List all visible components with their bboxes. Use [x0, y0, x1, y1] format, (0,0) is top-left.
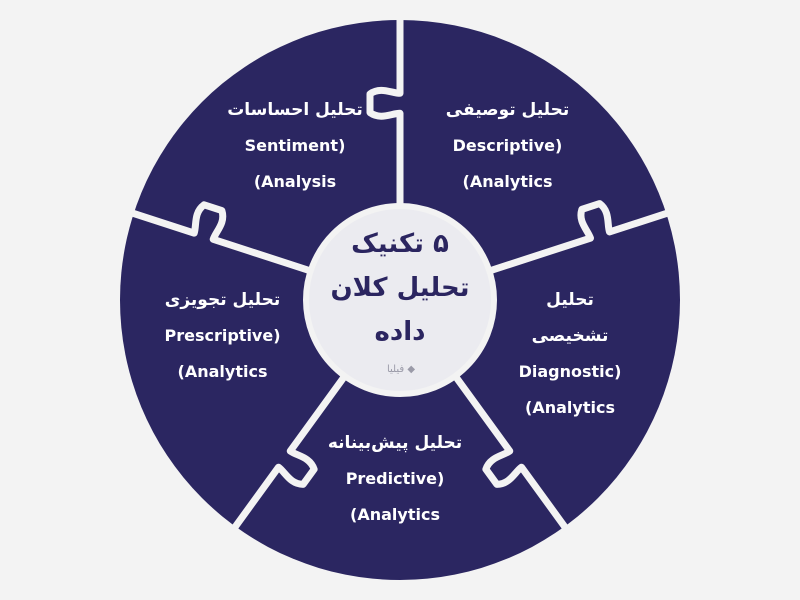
segment-sentiment-en-1: Sentiment) [244, 136, 346, 155]
segment-diagnostic-en-1: Diagnostic) [518, 362, 622, 381]
center-title: ۵ تکنیک تحلیل کلان داده [300, 222, 500, 354]
segment-predictive-en-1: Predictive) [345, 469, 445, 488]
segment-prescriptive: تحلیل تجویزی Prescriptive) (Analytics [150, 282, 295, 390]
puzzle-cut-2 [484, 200, 672, 276]
center-title-line-1: ۵ تکنیک [351, 229, 449, 259]
segment-descriptive-title: تحلیل توصیفی [445, 100, 570, 120]
center-title-line-3: داده [374, 317, 426, 347]
segment-diagnostic-en-2: (Analytics [525, 398, 615, 417]
segment-descriptive: تحلیل توصیفی Descriptive) (Analytics [440, 92, 575, 200]
logo-icon: ◆ [404, 364, 416, 375]
segment-prescriptive-en-2: (Analytics [177, 362, 268, 381]
puzzle-cut-1 [366, 16, 404, 210]
center-title-line-2: تحلیل کلان [330, 273, 470, 303]
segment-prescriptive-title: تحلیل تجویزی [164, 290, 281, 310]
segment-predictive-en-2: (Analytics [350, 505, 440, 524]
segment-predictive-title: تحلیل پیش‌بینانه [327, 433, 463, 453]
puzzle-cut-5 [128, 201, 316, 276]
logo-text: فیلیا [386, 364, 405, 375]
segment-sentiment-en-2: (Analysis [253, 172, 337, 191]
puzzle-cut-3 [450, 370, 570, 532]
segment-descriptive-en-2: (Analytics [462, 172, 553, 191]
segment-sentiment: تحلیل احساسات Sentiment) (Analysis [220, 92, 370, 200]
segment-prescriptive-en-1: Prescriptive) [164, 326, 281, 345]
segment-diagnostic: تحلیل تشخیصی Diagnostic) (Analytics [510, 282, 630, 426]
segment-descriptive-en-1: Descriptive) [452, 136, 563, 155]
segment-sentiment-title: تحلیل احساسات [227, 100, 363, 120]
segment-diagnostic-title-1: تحلیل [546, 290, 594, 310]
segment-dividers [128, 16, 672, 532]
center-circle [303, 203, 497, 397]
logo-watermark: ◆ فیلیا [366, 364, 436, 375]
segment-diagnostic-title-2: تشخیصی [531, 326, 609, 346]
puzzle-cut-4 [230, 370, 350, 532]
segment-predictive: تحلیل پیش‌بینانه Predictive) (Analytics [310, 425, 480, 533]
